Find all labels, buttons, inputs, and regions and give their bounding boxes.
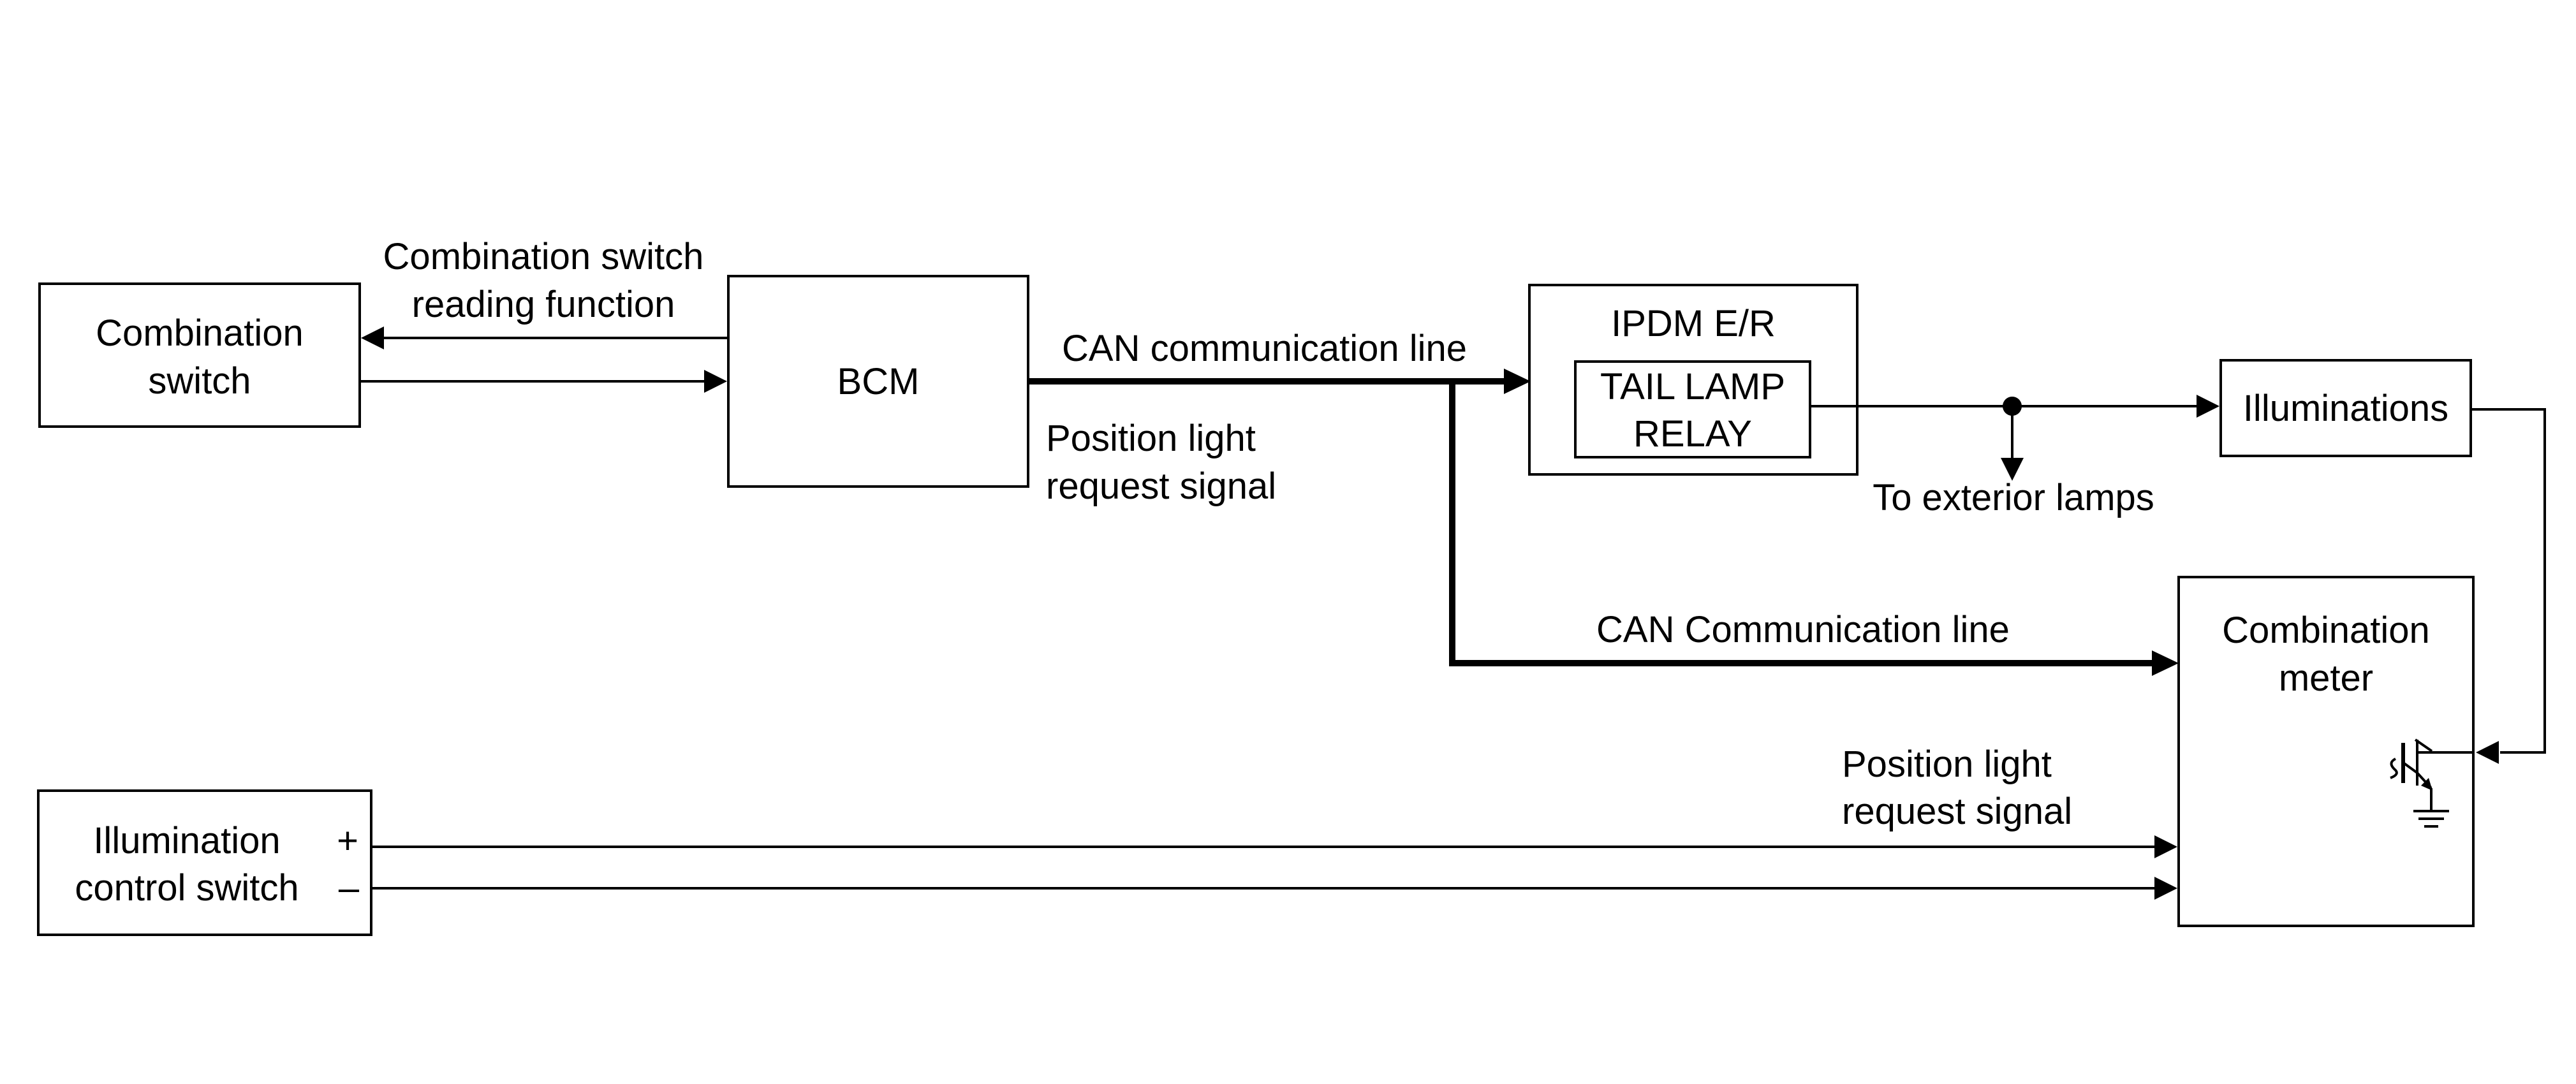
position-light-minus-wire: [371, 877, 2177, 900]
position-light-plus-wire: [371, 835, 2177, 858]
ipdm-er-label: IPDM E/R: [1611, 303, 1776, 344]
bcm-block: BCM: [727, 275, 1029, 488]
switch-to-bcm-wire: [360, 370, 727, 393]
combination-meter-block: Combination meter: [2177, 576, 2475, 927]
squiggle-mark: [2390, 758, 2398, 779]
position-request-bottom-label-line2: request signal: [1842, 791, 2072, 832]
bcm-label: BCM: [837, 361, 920, 402]
relay-output-wire: [1810, 395, 2219, 481]
position-request-top-label-line1: Position light: [1046, 418, 1256, 459]
reading-function-wire: [361, 326, 728, 349]
can-communication-bus: [1028, 369, 2179, 676]
illumination-control-switch-label-line2: control switch: [75, 867, 298, 909]
illumination-control-switch-block: Illumination control switch + –: [37, 789, 372, 936]
position-request-bottom-label-line1: Position light: [1842, 743, 2052, 785]
can-line-top-label: CAN communication line: [1062, 328, 1467, 369]
tail-lamp-relay-box: [1574, 360, 1811, 458]
to-exterior-lamps-label: To exterior lamps: [1873, 477, 2154, 518]
reading-function-label-line2: reading function: [412, 284, 675, 325]
illuminations-label: Illuminations: [2243, 388, 2448, 429]
combination-switch-label-line2: switch: [148, 360, 251, 402]
illumination-return-wire: [2471, 408, 2546, 764]
combination-switch-block: Combination switch: [38, 282, 361, 428]
plus-terminal-label: +: [337, 820, 358, 861]
illuminations-block: Illuminations: [2219, 359, 2472, 457]
reading-function-label-line1: Combination switch: [383, 236, 704, 277]
can-line-lower-label: CAN Communication line: [1596, 609, 2010, 650]
combination-meter-label-line2: meter: [2279, 657, 2373, 699]
illumination-control-switch-label-line1: Illumination: [93, 820, 280, 861]
combination-switch-label-line1: Combination: [96, 312, 304, 354]
tail-lamp-relay-label-line1: TAIL LAMP: [1600, 366, 1785, 407]
transistor-icon: [2390, 738, 2475, 828]
minus-terminal-label: –: [339, 867, 360, 909]
combination-meter-label-line1: Combination: [2222, 610, 2430, 651]
position-request-top-label-line2: request signal: [1046, 465, 1276, 507]
tail-lamp-relay-label-line2: RELAY: [1633, 413, 1752, 455]
ipdm-er-block: IPDM E/R TAIL LAMP RELAY: [1528, 284, 1858, 476]
